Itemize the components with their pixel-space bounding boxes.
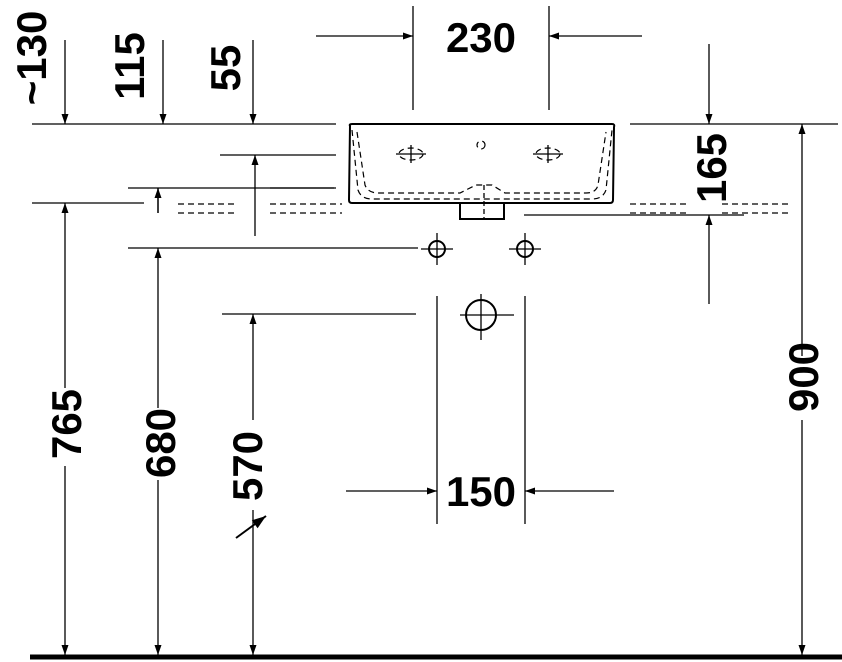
- waste-outlet-symbol: [460, 294, 514, 340]
- overflow-hole-symbol: [476, 140, 486, 150]
- supply-connection-right: [509, 233, 541, 265]
- basin: [347, 123, 616, 220]
- dim-55-label: 55: [202, 45, 249, 92]
- tap-hole-right-symbol: [533, 145, 563, 163]
- outlet-pointer-arrow: [235, 515, 267, 539]
- dim-570-label: 570: [224, 431, 271, 501]
- tap-hole-left-symbol: [396, 145, 426, 163]
- dim-130-label: ~130: [8, 11, 55, 106]
- dim-765-label: 765: [43, 389, 90, 459]
- dim-165-label: 165: [688, 133, 735, 203]
- dim-230-label: 230: [446, 14, 516, 61]
- dim-900-label: 900: [780, 342, 827, 412]
- dim-115-label: 115: [106, 32, 153, 100]
- supply-connection-left: [421, 233, 453, 265]
- dim-680-label: 680: [137, 408, 184, 478]
- dim-150-label: 150: [446, 468, 516, 515]
